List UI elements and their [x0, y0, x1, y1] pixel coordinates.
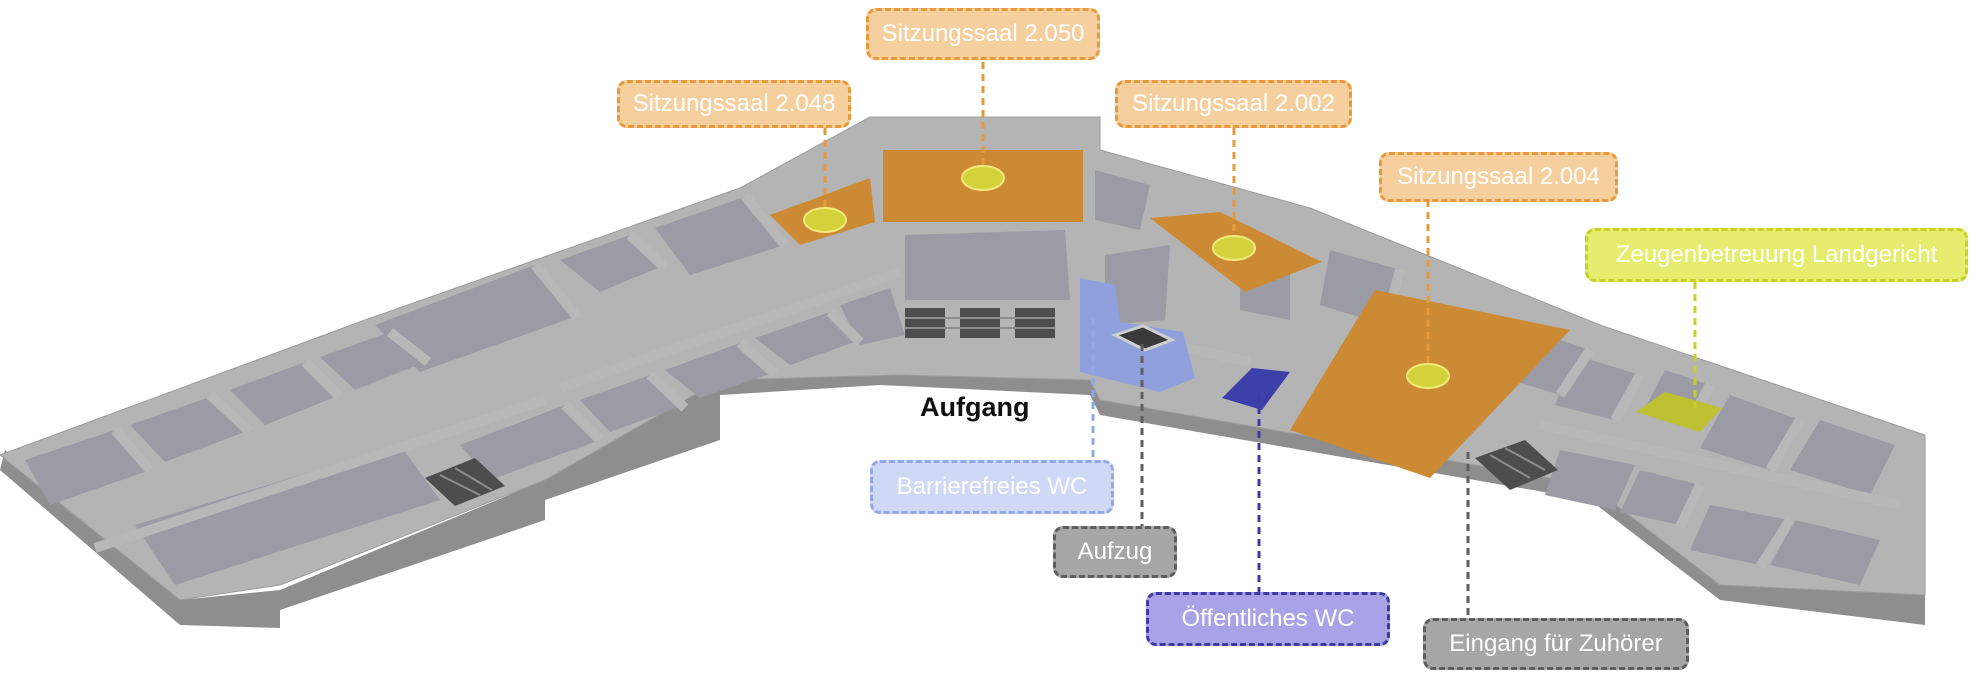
label-sitzungssaal-2048: Sitzungssaal 2.048	[617, 80, 851, 128]
marker-2004	[1406, 363, 1450, 389]
elevator-shaft	[1111, 324, 1176, 352]
marker-2002	[1212, 235, 1256, 261]
stair-steps	[439, 317, 1546, 496]
public-wc-floor	[1222, 368, 1290, 410]
label-aufgang: Aufgang	[920, 392, 1030, 422]
inner-walls	[93, 192, 1902, 570]
leader-lines	[823, 50, 1697, 618]
marker-2050	[961, 165, 1005, 191]
marker-2048	[803, 207, 847, 233]
witness-room-floor	[1636, 392, 1722, 432]
label-sitzungssaal-2004: Sitzungssaal 2.004	[1379, 152, 1618, 202]
label-zeugenbetreuung: Zeugenbetreuung Landgericht	[1585, 228, 1968, 282]
label-sitzungssaal-2002: Sitzungssaal 2.002	[1115, 80, 1352, 128]
label-sitzungssaal-2050: Sitzungssaal 2.050	[866, 8, 1100, 60]
room-floors	[25, 170, 1895, 585]
stairs	[425, 308, 1558, 506]
label-eingang-zuhoerer: Eingang für Zuhörer	[1423, 618, 1689, 670]
room-markers	[803, 165, 1450, 389]
building-shadow	[0, 370, 1925, 628]
label-aufzug: Aufzug	[1053, 526, 1177, 578]
label-barrierefreies-wc: Barrierefreies WC	[870, 460, 1114, 514]
label-oeffentliches-wc: Öffentliches WC	[1146, 592, 1390, 646]
